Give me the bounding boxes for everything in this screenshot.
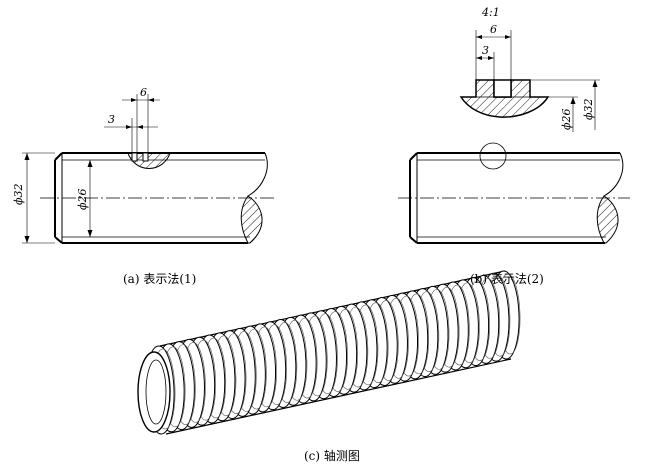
- dim-width-b: [476, 52, 495, 80]
- label-inner-dia-b: ϕ26: [560, 109, 573, 131]
- dim-width-a: [104, 118, 158, 152]
- detail-section-b: [459, 79, 550, 118]
- label-inner-dia-a: ϕ26: [76, 189, 89, 211]
- dim-dia-b: [530, 79, 600, 132]
- dim-inner-dia-a: [87, 160, 93, 237]
- caption-a: (a) 表示法(1): [123, 272, 196, 286]
- dim-pitch-b: [475, 30, 512, 80]
- label-pitch-a: 6: [140, 86, 147, 99]
- label-outer-dia-a: ϕ32: [12, 184, 25, 206]
- view-a: ϕ32 ϕ26 6 3: [12, 86, 275, 244]
- scale-label: 4:1: [481, 6, 500, 19]
- label-width-a: 3: [108, 113, 115, 126]
- iso-end-face: [137, 351, 171, 433]
- label-pitch-b: 6: [490, 23, 497, 36]
- iso-end-chamfer: [145, 359, 167, 425]
- label-width-b: 3: [482, 44, 489, 57]
- caption-c: (c) 轴测图: [304, 448, 360, 463]
- view-c: [137, 270, 521, 435]
- thread-groove-a: [127, 152, 171, 169]
- dim-outer-dia-a: [22, 152, 55, 244]
- shaft-outline-b: [409, 152, 624, 244]
- detail-circle-b: [479, 142, 507, 170]
- dim-pitch-a: [122, 94, 160, 152]
- section-hatch-a: [240, 195, 263, 244]
- label-outer-dia-b: ϕ32: [582, 99, 595, 121]
- view-b: 4:1 6 3 ϕ26 ϕ32: [398, 6, 630, 244]
- caption-b: (b) 表示法(2): [470, 272, 544, 286]
- section-hatch-b: [596, 195, 619, 244]
